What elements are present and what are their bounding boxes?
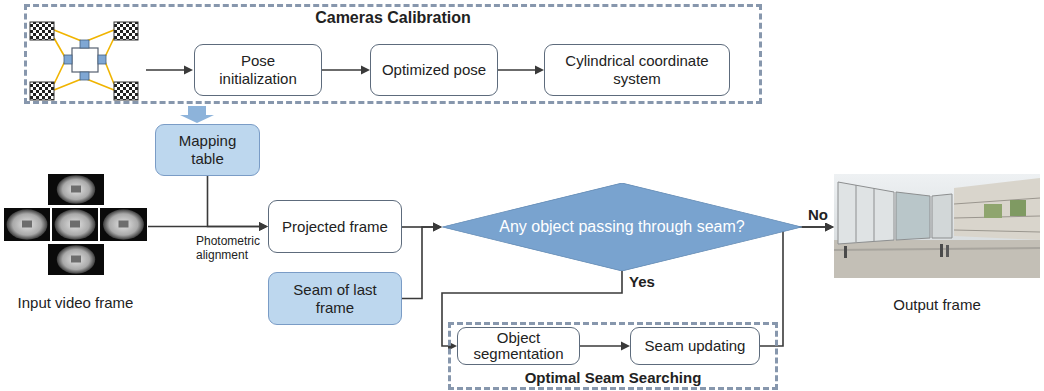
panorama-image (834, 174, 1040, 280)
connector (148, 222, 268, 231)
checkerboard (30, 22, 138, 100)
calibration-group: Cameras CalibrationPose initialization Op… (24, 4, 762, 104)
connector (402, 223, 442, 299)
connector (498, 66, 544, 75)
arrowhead (535, 66, 544, 75)
data-box: Seam of last frame (268, 272, 402, 325)
node-label: Seam of last frame (279, 281, 391, 317)
arrowhead (361, 66, 370, 75)
node-label: Optimized pose (382, 61, 486, 79)
connector-line (208, 176, 261, 227)
connector-line (580, 345, 622, 347)
panorama-scene (834, 174, 1040, 278)
edge-label: No (807, 206, 829, 223)
arrowhead (433, 223, 442, 232)
fisheye-images (3, 172, 148, 280)
diamond-outline (442, 183, 802, 271)
seam-search-group: Optimal Seam Searching Object segmentatio… (448, 322, 778, 390)
connector-line (322, 69, 362, 71)
arrowhead (825, 223, 834, 232)
connector (760, 223, 834, 347)
image-caption: Input video frame (3, 294, 148, 312)
node-label: Pose initialization (205, 52, 311, 88)
process-box: Projected frame (268, 200, 402, 253)
group-title: Optimal Seam Searching (451, 370, 775, 386)
connector-line (498, 69, 536, 71)
node-label: Cylindrical coordinate system (555, 52, 719, 88)
flow-arrow (146, 66, 193, 75)
group-title: Cameras Calibration (27, 9, 759, 27)
node-label: Object segmentation (464, 330, 573, 363)
connector-line (148, 226, 260, 228)
camera-rig (54, 30, 114, 90)
edge-label: Yes (628, 273, 656, 290)
connector (580, 342, 630, 351)
process-box: Cylindrical coordinate system (544, 44, 730, 96)
block-arrow-shape (180, 106, 214, 123)
arrowhead (621, 342, 630, 351)
fisheye-image (4, 174, 147, 275)
arrowhead (259, 222, 268, 231)
node-label: Mapping table (166, 132, 249, 168)
connector-line (760, 227, 826, 346)
node-label: Seam updating (645, 338, 746, 355)
decision-diamond: Any object passing through seam? (442, 183, 802, 271)
arrowhead (433, 223, 442, 232)
block-arrow (180, 106, 214, 123)
connector (322, 66, 370, 75)
process-box: Optimized pose (370, 44, 498, 96)
edge-label: Photometric alignment (195, 234, 267, 262)
process-box: Pose initialization (194, 44, 322, 96)
arrowhead (825, 223, 834, 232)
arrowhead (259, 222, 268, 231)
image-caption: Output frame (834, 296, 1040, 314)
process-box: Seam updating (630, 327, 760, 365)
connector-line (402, 227, 434, 299)
input-frames: Input video frame (3, 172, 148, 312)
connector (208, 176, 269, 231)
data-box: Mapping table (155, 124, 260, 176)
node-label: Any object passing through seam? (499, 217, 744, 236)
node-label: Projected frame (282, 218, 388, 236)
process-box: Object segmentation (457, 327, 580, 365)
output-frame: Output frame (834, 174, 1040, 314)
